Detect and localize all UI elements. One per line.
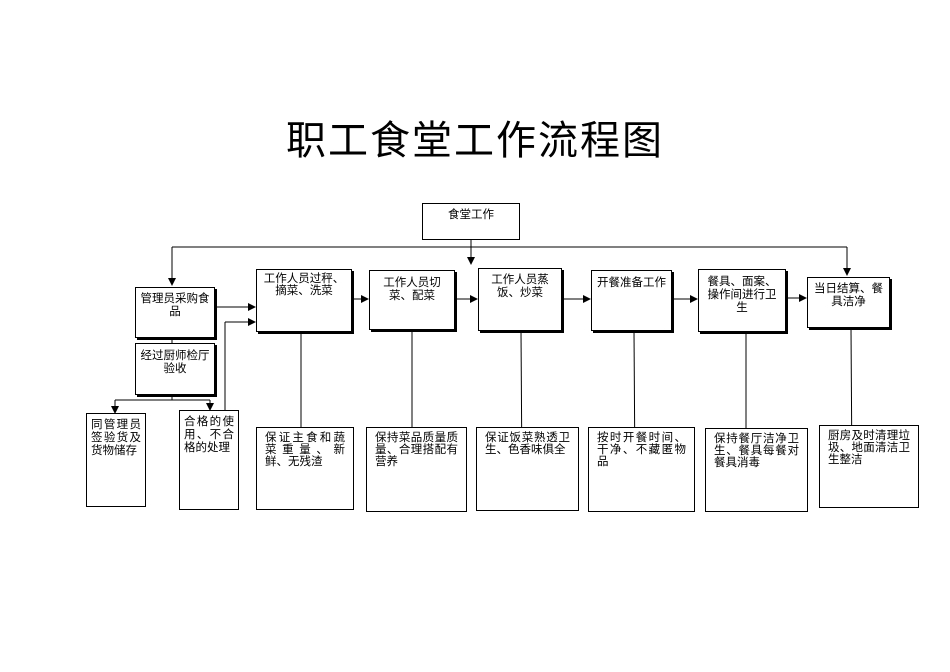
note-box-2: 保持菜品质量质量、合理搭配有营养	[366, 427, 467, 512]
note-box-3: 保证饭菜熟透卫生、色香味俱全	[476, 427, 579, 511]
note-box-5: 保持餐厅洁净卫生、餐具每餐对餐具消毒	[705, 428, 808, 512]
storage-box: 同管理员签验货及货物储存	[86, 413, 146, 507]
step-box-5: 餐具、面案、操作间进行卫生	[698, 269, 786, 332]
page-title: 职工食堂工作流程图	[286, 118, 664, 164]
purchase-box: 管理员采购食品	[135, 287, 215, 338]
note-box-6: 厨房及时清理垃圾、地面清洁卫生整洁	[819, 425, 919, 508]
step-box-6: 当日结算、餐具洁净	[807, 277, 890, 328]
inspect-box: 经过厨师检厅验收	[135, 343, 215, 395]
root-box: 食堂工作	[422, 203, 520, 240]
note-box-4: 按时开餐时间、干净、不藏匿物品	[588, 427, 695, 512]
unqualified-box: 合格的使用、不合格的处理	[179, 410, 239, 510]
step-box-3: 工作人员蒸饭、炒菜	[478, 268, 562, 331]
step-box-4: 开餐准备工作	[591, 270, 672, 331]
step-box-1: 工作人员过秤、摘菜、洗菜	[256, 269, 352, 332]
step-box-2: 工作人员切菜、配菜	[369, 270, 455, 330]
note-box-1: 保证主食和蔬菜重量、新鲜、无残渣	[256, 427, 354, 510]
